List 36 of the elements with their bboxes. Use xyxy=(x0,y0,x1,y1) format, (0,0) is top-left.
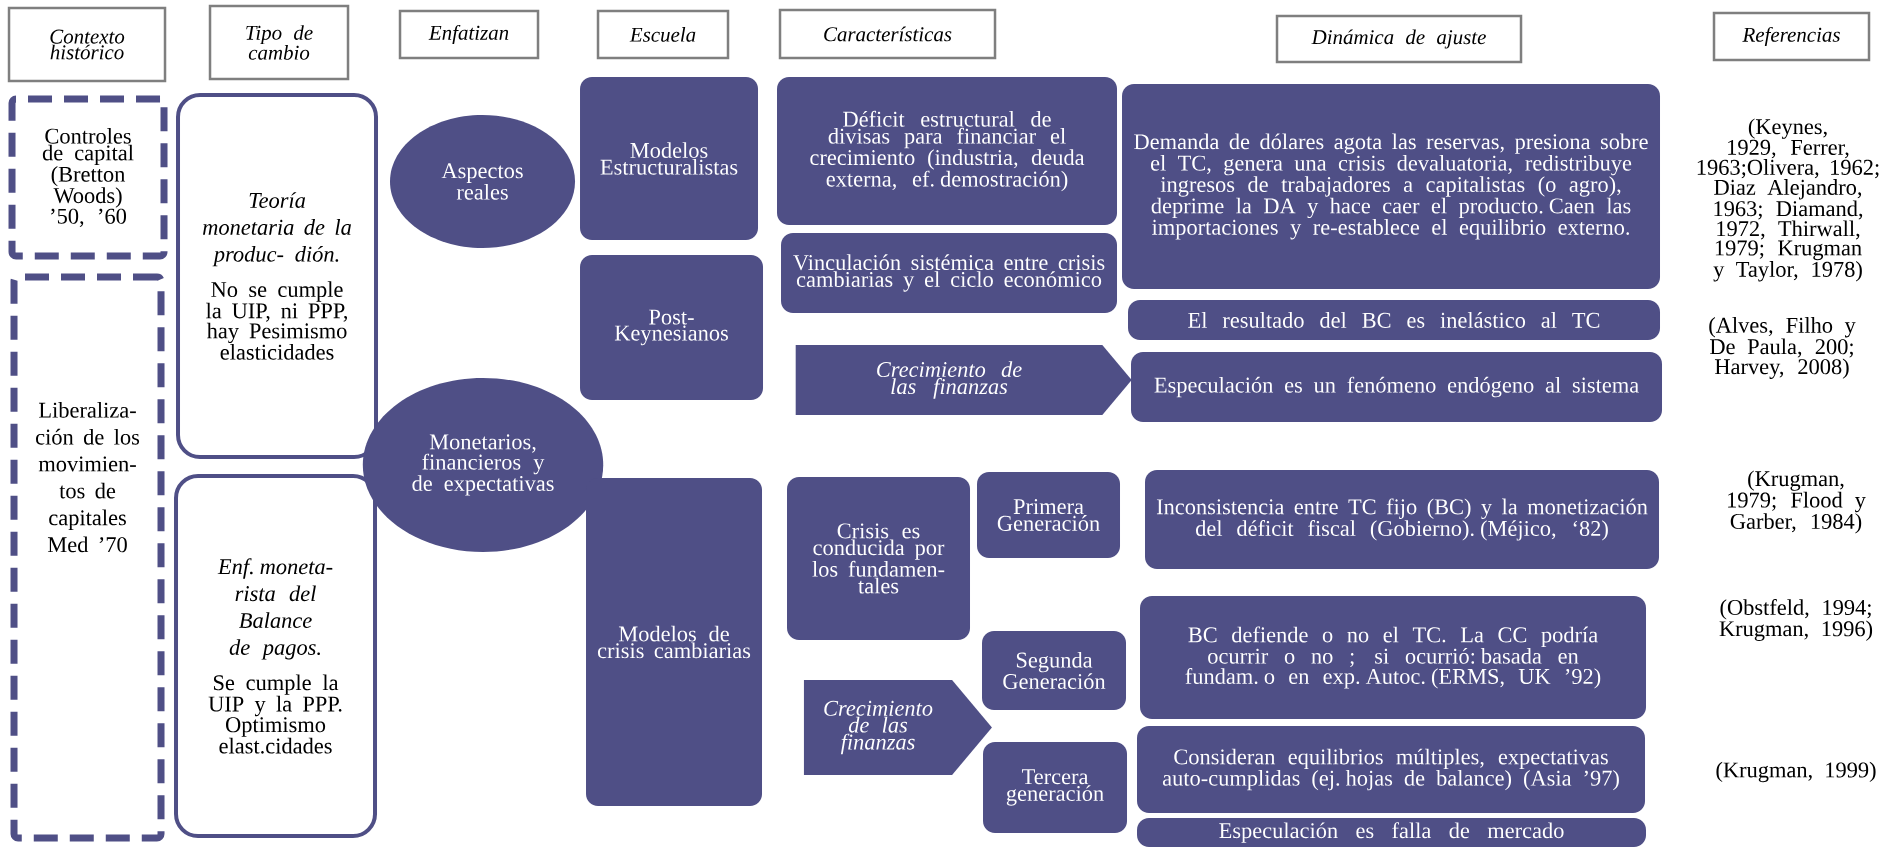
content-box: Primera Generación xyxy=(977,472,1120,558)
column-header-box: Dinámica de ajuste xyxy=(1275,14,1523,64)
content-box: Consideran equilibrios múltiples, expectativas auto-cumplidas (ej. hojas de balance) (Asia ’97) xyxy=(1137,726,1645,813)
theory-box: Enf. moneta- rista del Balance de pagos. Se cumple la UIP y la PPP. Optimismo elast.cidades xyxy=(174,474,377,838)
reference-text: (Keynes, 1929, Ferrer, 1963;Olivera, 1962; Diaz Alejandro, 1963; Diamand, 1972, Thirwall, 1979; Krugman y Taylor, 1978) xyxy=(1697,118,1879,282)
reference-text: (Obstfeld, 1994; Krugman, 1996) xyxy=(1719,599,1873,641)
content-box: Demanda de dólares agota las reservas, presiona sobre el TC, genera una crisis devaluatoria, redistribuye ingresos de trabajadores a capitalistas (o agro), deprime la DA y hace caer el producto. Caen las importaciones y re-establece el equilibrio externo. xyxy=(1122,84,1660,289)
period-box: Liberaliza- ción de los movimien- tos de capitales Med ’70 xyxy=(10,273,165,842)
content-box: Déficit estructural de divisas para financiar el crecimiento (industria, deuda externa, ef. demostración) xyxy=(777,77,1117,225)
content-box: Crisis es conducida por los fundamen- tales xyxy=(787,477,970,640)
content-box: Post- Keynesianos xyxy=(580,255,763,400)
reference-text: (Krugman, 1999) xyxy=(1716,761,1876,783)
content-box: Vinculación sistémica entre crisis cambiarias y el ciclo económico xyxy=(781,233,1117,313)
content-box: El resultado del BC es inelástico al TC xyxy=(1128,300,1660,340)
content-box: Modelos de crisis cambiarias xyxy=(586,478,762,806)
period-box: Controles de capital (Bretton Woods) ’50, ’60 xyxy=(8,95,168,260)
column-header-box: Referencias xyxy=(1712,11,1871,62)
column-header-box: Contexto histórico xyxy=(7,6,167,83)
reference-text: (Alves, Filho y De Paula, 200; Harvey, 2008) xyxy=(1709,317,1856,379)
theory-box: Teoría monetaria de la produc- dión. No se cumple la UIP, ni PPP, hay Pesimismo elasticidades xyxy=(176,93,378,459)
column-header-box: Enfatizan xyxy=(398,9,540,60)
content-box: Modelos Estructuralistas xyxy=(580,77,758,240)
content-box: BC defiende o no el TC. La CC podría ocurrir o no ; si ocurrió: basada en fundam. o en exp. Autoc. (ERMS, UK ’92) xyxy=(1140,596,1646,719)
node-label: Monetarios, financieros y de expectativas xyxy=(412,434,554,496)
column-header-box: Características xyxy=(778,8,997,60)
reference-text: (Krugman, 1979; Flood y Garber, 1984) xyxy=(1728,470,1866,534)
content-box: Especulación es un fenómeno endógeno al sistema xyxy=(1131,352,1662,422)
content-box: Tercera generación xyxy=(983,742,1127,833)
column-header-box: Escuela xyxy=(596,9,730,60)
content-box: Especulación es falla de mercado xyxy=(1137,818,1646,847)
content-box: Inconsistencia entre TC fijo (BC) y la monetización del déficit fiscal (Gobierno). (Méjico, ‘82) xyxy=(1145,470,1659,569)
chevron-arrow-box: Crecimiento de las finanzas xyxy=(803,680,992,775)
column-header-box: Tipo de cambio xyxy=(208,4,350,81)
chevron-arrow-box: Crecimiento de las finanzas xyxy=(795,345,1132,415)
node-label: Crecimiento de las finanzas xyxy=(824,700,933,755)
content-box: Segunda Generación xyxy=(982,631,1126,710)
